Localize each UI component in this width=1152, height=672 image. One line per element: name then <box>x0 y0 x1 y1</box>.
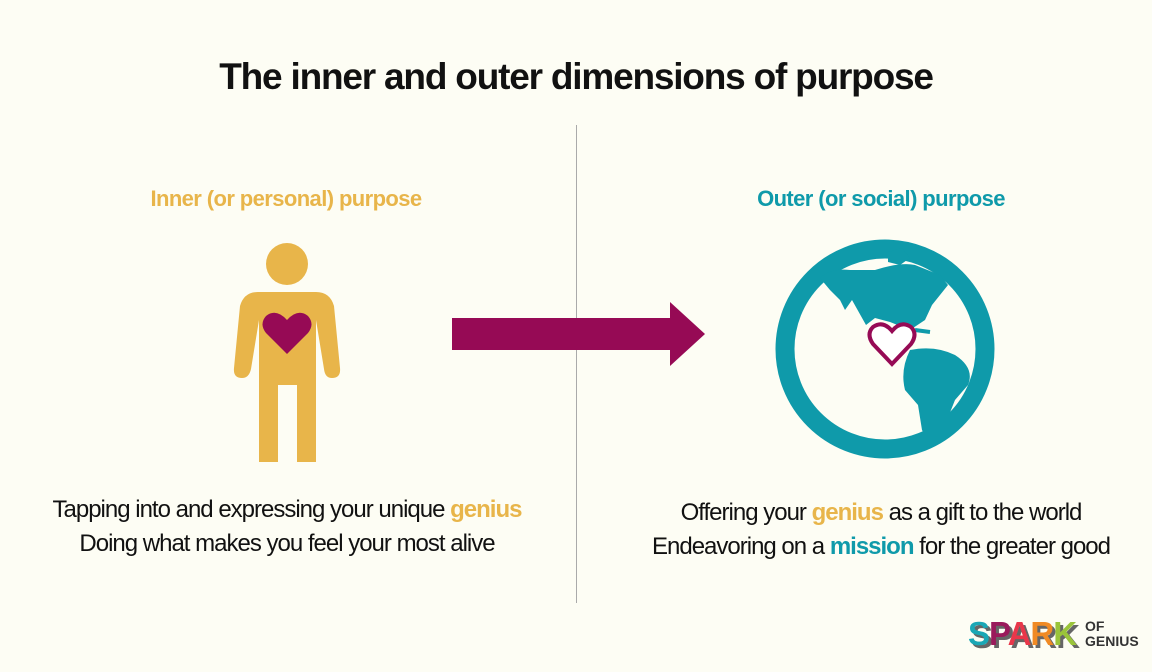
logo-letter: S <box>968 615 990 652</box>
logo-of: OF <box>1085 618 1105 634</box>
logo-letter: A <box>1007 615 1032 652</box>
person-heart-icon <box>233 243 341 462</box>
inner-line-1-text: Tapping into and expressing your unique <box>52 496 451 523</box>
logo-genius: GENIUS <box>1085 633 1139 649</box>
outer-line-2: Endeavoring on a mission for the greater… <box>601 530 1152 564</box>
inner-purpose-heading: Inner (or personal) purpose <box>150 186 422 211</box>
outer-line-1: Offering your genius as a gift to the wo… <box>601 496 1152 530</box>
logo-spark: SPARK <box>968 615 1077 653</box>
center-divider <box>576 125 577 603</box>
logo-letter: R <box>1030 615 1054 652</box>
inner-line-2: Doing what makes you feel your most aliv… <box>79 530 495 557</box>
globe-heart-icon <box>775 239 995 459</box>
logo-letter: K <box>1053 615 1077 652</box>
page-title: The inner and outer dimensions of purpos… <box>219 56 934 97</box>
logo-letter: P <box>989 615 1009 652</box>
arrow-icon <box>452 302 705 366</box>
genius-highlight: genius <box>811 499 884 526</box>
inner-purpose-description: Tapping into and expressing your unique … <box>7 493 567 561</box>
outer-line-1-pre: Offering your <box>680 499 812 526</box>
mission-highlight: mission <box>829 533 915 560</box>
genius-highlight: genius <box>450 496 522 523</box>
inner-line-1: Tapping into and expressing your unique … <box>7 493 567 527</box>
outer-purpose-description: Offering your genius as a gift to the wo… <box>601 496 1152 564</box>
outer-line-2-post: for the greater good <box>913 533 1111 560</box>
outer-line-1-post: as a gift to the world <box>882 499 1083 526</box>
outer-purpose-heading: Outer (or social) purpose <box>757 186 1005 211</box>
outer-line-2-pre: Endeavoring on a <box>652 533 830 560</box>
